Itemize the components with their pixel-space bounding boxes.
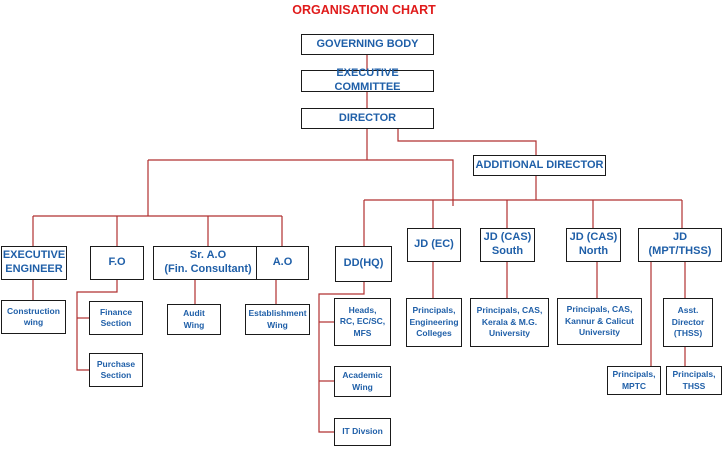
node-fo: F.O [90,246,144,280]
connector-director-bus [148,159,454,206]
node-asst-director-thss: Asst. Director (THSS) [663,298,713,347]
node-jd-ec: JD (EC) [407,228,461,262]
node-jd-mpt-thss: JD (MPT/THSS) [638,228,722,262]
connector-ddhq-sub [318,282,365,433]
node-it-division: IT Divsion [334,418,391,446]
node-jd-cas-south: JD (CAS) South [480,228,535,262]
node-additional-director: ADDITIONAL DIRECTOR [473,155,606,176]
node-principals-thss: Principals, THSS [666,366,722,395]
node-ao: A.O [256,246,309,280]
node-construction-wing: Construction wing [1,300,66,334]
node-principals-cas-kannur: Principals, CAS, Kannur & Calicut Univer… [557,298,642,345]
node-establishment-wing: Establishment Wing [245,304,310,335]
node-dd-hq: DD(HQ) [335,246,392,282]
node-jd-cas-north: JD (CAS) North [566,228,621,262]
node-principals-cas-kerala: Principals, CAS, Kerala & M.G. Universit… [470,298,549,347]
node-finance-section: Finance Section [89,301,143,335]
connector-fo-sub [76,280,118,371]
node-audit-wing: Audit Wing [167,304,221,335]
node-director: DIRECTOR [301,108,434,129]
connector-director-to-additional [397,129,537,155]
node-principals-engineering: Principals, Engineering Colleges [406,298,462,347]
node-executive-engineer: EXECUTIVE ENGINEER [1,246,67,280]
chart-title: ORGANISATION CHART [292,3,436,17]
node-executive-committee: EXECUTIVE COMMITTEE [301,67,434,93]
node-purchase-section: Purchase Section [89,353,143,387]
node-sr-ao: Sr. A.O (Fin. Consultant) [153,246,263,280]
node-principals-mptc: Principals, MPTC [607,366,661,395]
node-heads-rc: Heads, RC, EC/SC, MFS [334,298,391,346]
node-academic-wing: Academic Wing [334,366,391,397]
node-governing-body: GOVERNING BODY [301,34,434,55]
